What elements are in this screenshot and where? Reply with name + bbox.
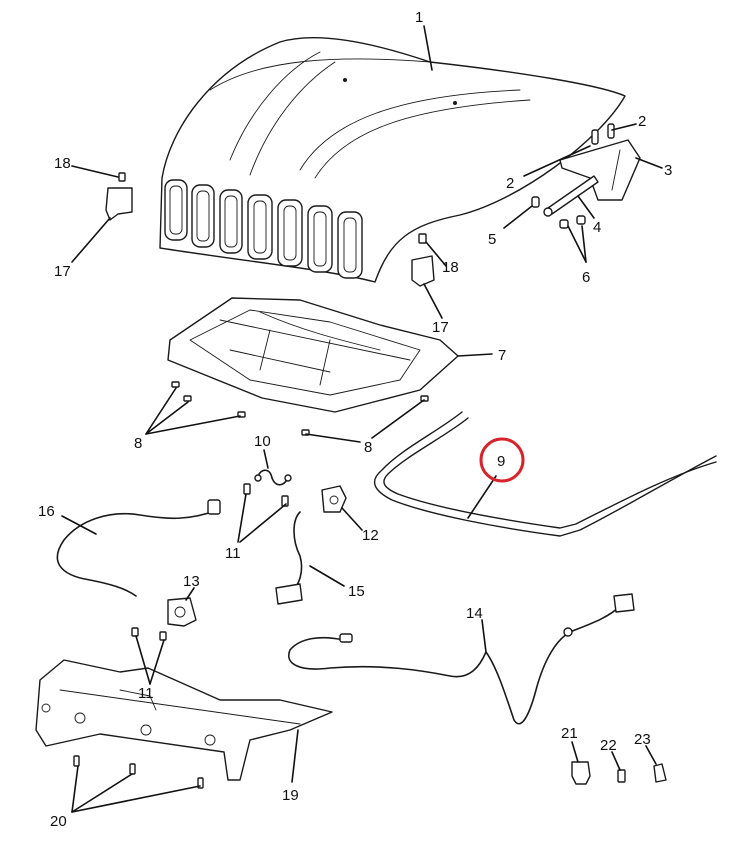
release-cables (56, 499, 635, 725)
callout-8-right: 8 (364, 439, 372, 456)
brackets-17-18 (105, 172, 435, 287)
callout-20: 20 (50, 813, 67, 830)
hinge-assembly (559, 123, 641, 201)
callout-11-mid: 11 (225, 545, 241, 562)
callout-3: 3 (664, 162, 672, 179)
latch-parts (243, 469, 347, 513)
callout-15: 15 (348, 583, 365, 600)
callout-18-right: 18 (442, 259, 459, 276)
callout-2-top: 2 (638, 113, 646, 130)
callout-22: 22 (600, 737, 617, 754)
callout-7: 7 (498, 347, 506, 364)
callout-12: 12 (362, 527, 379, 544)
front-crossmember (35, 659, 333, 781)
callout-17-left: 17 (54, 263, 71, 280)
hood-seal (373, 411, 717, 537)
leader-lines (61, 25, 663, 813)
highlight-ring (479, 437, 525, 483)
callout-13: 13 (183, 573, 200, 590)
callout-6: 6 (582, 269, 590, 286)
callout-18-left: 18 (54, 155, 71, 172)
callout-23: 23 (634, 731, 651, 748)
callout-8-left: 8 (134, 435, 142, 452)
screws-11 (131, 627, 167, 641)
callout-19: 19 (282, 787, 299, 804)
fasteners-5-6 (531, 196, 586, 229)
callout-5: 5 (488, 231, 496, 248)
callout-4: 4 (593, 219, 601, 236)
hood-insulator (167, 297, 459, 413)
callout-1: 1 (415, 9, 423, 26)
callout-11-lower: 11 (138, 685, 154, 702)
hood-panel (159, 36, 626, 283)
callout-2-left: 2 (506, 175, 514, 192)
callout-14: 14 (466, 605, 483, 622)
bolts-20 (73, 755, 204, 789)
hood-prop-rod (543, 175, 599, 217)
callout-10: 10 (254, 433, 271, 450)
callout-21: 21 (561, 725, 578, 742)
hardware-21-23 (571, 761, 667, 785)
callouts: 1 2 2 3 4 5 6 7 8 8 9 10 11 11 12 13 14 … (38, 9, 672, 830)
callout-9: 9 (497, 453, 505, 470)
callout-16: 16 (38, 503, 55, 520)
callout-17-right: 17 (432, 319, 449, 336)
hood-latch (167, 597, 197, 627)
